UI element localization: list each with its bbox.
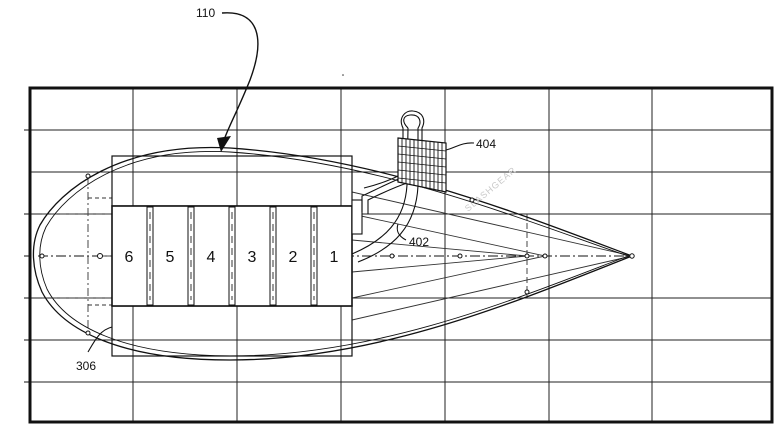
module-dividers	[146, 206, 318, 306]
module-labels: 6 5 4 3 2 1	[118, 244, 345, 268]
grid-frame	[28, 86, 774, 424]
module-label-2: 2	[289, 249, 298, 266]
upper-housing	[111, 155, 353, 207]
leader-lines	[87, 12, 475, 353]
ref-label-404: 404	[476, 137, 496, 151]
vehicle-outline	[32, 146, 634, 361]
stray-mark	[342, 74, 344, 76]
leader-110	[221, 12, 259, 141]
module-dashes	[149, 212, 315, 300]
module-connector	[351, 199, 363, 235]
module-label-1: 1	[330, 249, 339, 266]
radiator	[363, 137, 447, 193]
ref-label-402: 402	[409, 235, 429, 249]
construction-lines	[42, 176, 633, 336]
outline-nodes	[39, 173, 635, 336]
module-label-3: 3	[248, 249, 257, 266]
module-label-6: 6	[125, 249, 134, 266]
module-label-4: 4	[207, 249, 216, 266]
leader-402	[396, 223, 407, 241]
ref-label-306: 306	[76, 359, 96, 373]
module-label-5: 5	[166, 249, 175, 266]
leader-404	[445, 142, 475, 151]
arrowhead-110	[217, 136, 231, 152]
edge-ticks	[24, 129, 30, 383]
leader-306	[87, 326, 113, 353]
ref-label-110: 110	[196, 6, 215, 20]
